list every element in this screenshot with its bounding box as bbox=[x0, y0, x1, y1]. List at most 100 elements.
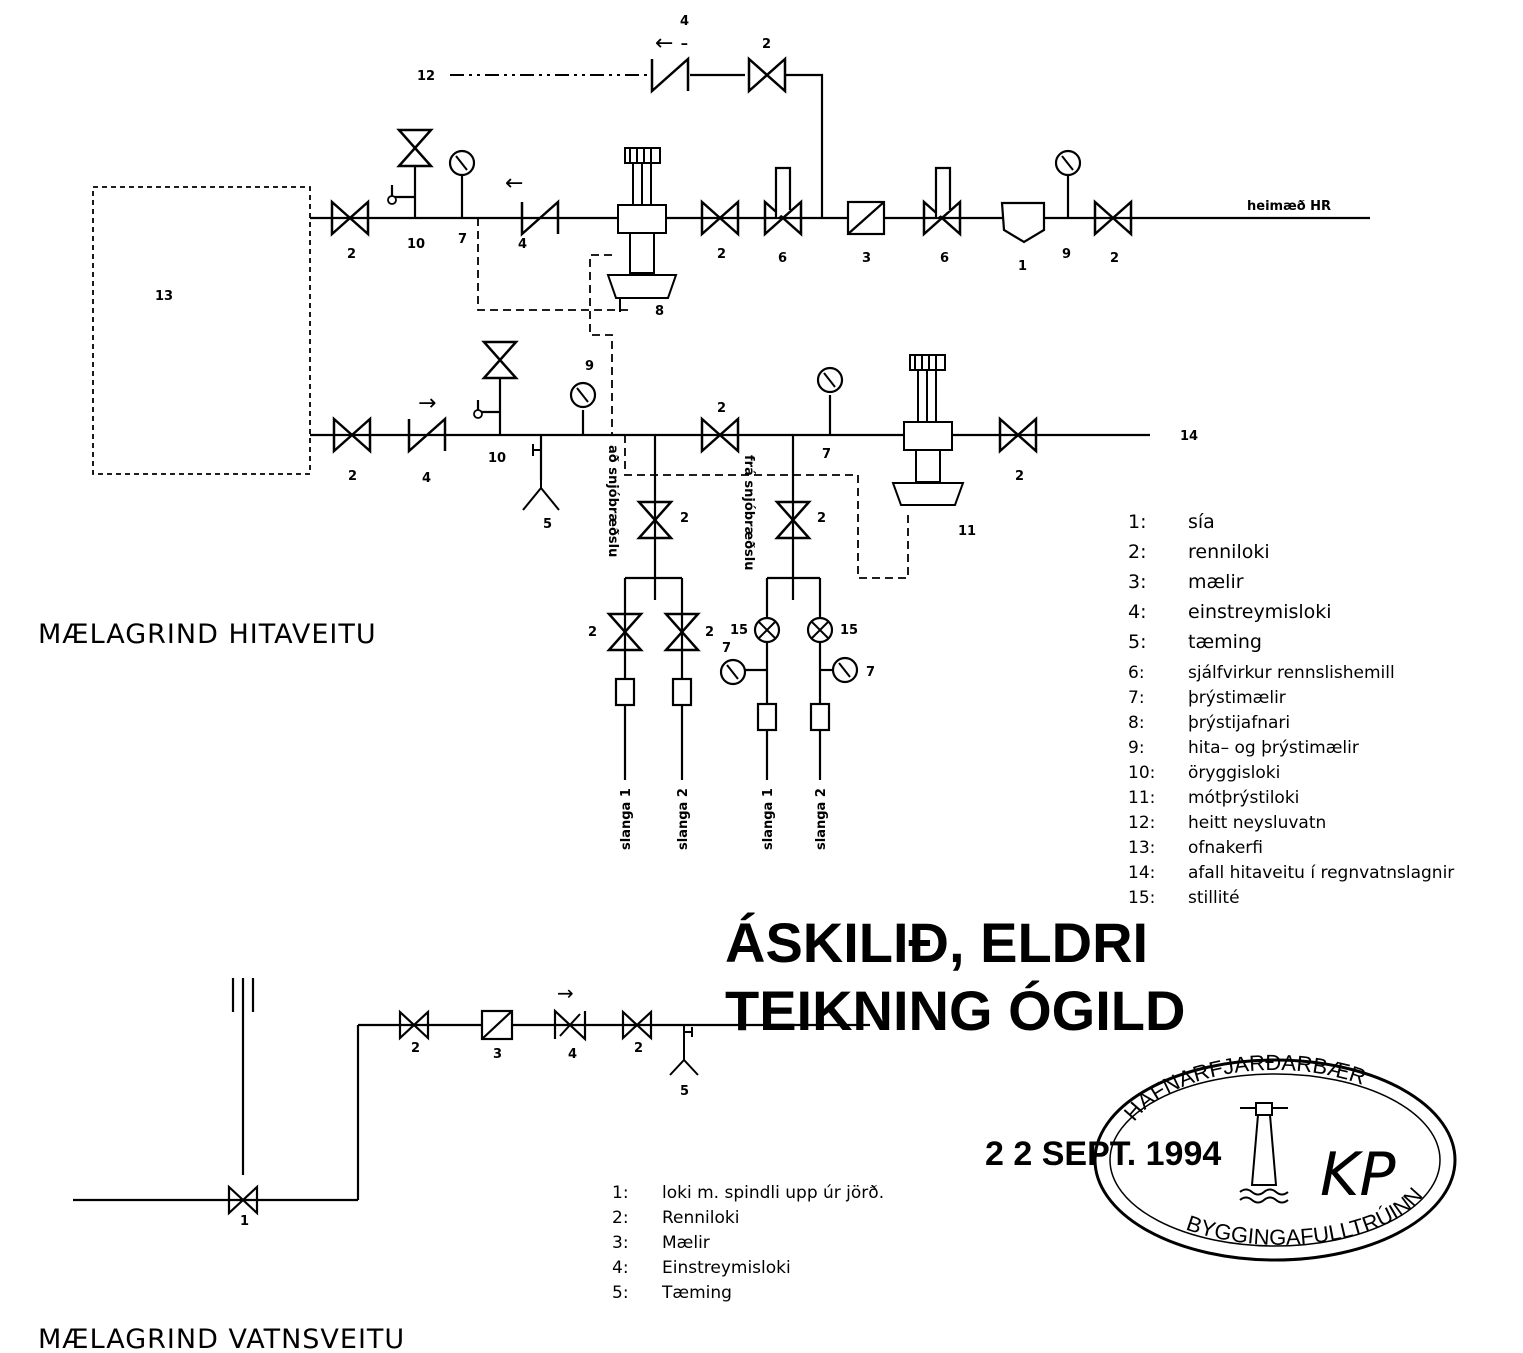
stamp-date: 2 2 SEPT. 1994 bbox=[985, 1135, 1221, 1173]
label-7a: 7 bbox=[458, 232, 467, 247]
label-13: 13 bbox=[155, 289, 173, 304]
svg-text:HAFNARFJARÐARBÆR: HAFNARFJARÐARBÆR bbox=[1119, 1050, 1369, 1125]
label-15b: 15 bbox=[840, 623, 858, 638]
label-14: 14 bbox=[1180, 429, 1198, 444]
pressure-regulator-8 bbox=[606, 147, 678, 312]
label-heimaed: heimæð HR bbox=[1247, 199, 1331, 214]
label-10a: 10 bbox=[407, 237, 425, 252]
legend-text: tæming bbox=[1188, 631, 1262, 653]
legend-number: 2: bbox=[1128, 541, 1147, 563]
label-3b: 3 bbox=[493, 1047, 502, 1062]
legend-text: öryggisloki bbox=[1188, 763, 1280, 783]
stamp-line-1: ÁSKILIÐ, ELDRI bbox=[725, 911, 1148, 974]
label-15a: 15 bbox=[730, 623, 748, 638]
label-2f: 2 bbox=[717, 401, 726, 416]
label-2d: 2 bbox=[348, 469, 357, 484]
label-12: 12 bbox=[417, 69, 435, 84]
legend-text: sjálfvirkur rennslishemill bbox=[1188, 663, 1395, 683]
drain-5b bbox=[669, 1025, 699, 1076]
legend-number: 11: bbox=[1128, 788, 1155, 808]
label-3a: 3 bbox=[862, 251, 871, 266]
back-pressure-valve-11 bbox=[891, 354, 965, 506]
legend-text: þrýstijafnari bbox=[1188, 713, 1290, 733]
legend-number: 2: bbox=[612, 1208, 629, 1228]
label-slanga-2b: slanga 2 bbox=[814, 788, 829, 850]
return-line bbox=[310, 378, 1150, 780]
legend-number: 4: bbox=[1128, 601, 1147, 623]
label-2j: 2 bbox=[705, 625, 714, 640]
flow-arrow-c: → bbox=[557, 981, 574, 1005]
label-1b: 1 bbox=[240, 1214, 249, 1229]
label-7b: 7 bbox=[822, 447, 831, 462]
legend-number: 13: bbox=[1128, 838, 1155, 858]
label-slanga-1b: slanga 1 bbox=[761, 788, 776, 850]
legend-text: Einstreymisloki bbox=[662, 1258, 791, 1278]
label-5a: 5 bbox=[543, 517, 552, 532]
legend-number: 5: bbox=[1128, 631, 1147, 653]
label-2l: 2 bbox=[634, 1041, 643, 1056]
legend-text: Mælir bbox=[662, 1233, 710, 1253]
flow-arrow-b: → bbox=[418, 391, 436, 416]
label-1a: 1 bbox=[1018, 259, 1027, 274]
legend-number: 8: bbox=[1128, 713, 1145, 733]
label-ad-snjobraedslu: að snjóbræðslu bbox=[605, 445, 620, 557]
legend-number: 12: bbox=[1128, 813, 1155, 833]
legend-number: 3: bbox=[1128, 571, 1147, 593]
label-11: 11 bbox=[958, 524, 976, 539]
control-line-upper bbox=[477, 218, 628, 311]
supply-line bbox=[310, 73, 1370, 220]
legend-number: 4: bbox=[612, 1258, 629, 1278]
flow-arrow-a: ← bbox=[505, 171, 523, 196]
label-9b: 9 bbox=[585, 359, 594, 374]
heating-system-box bbox=[92, 186, 311, 475]
legend-text: renniloki bbox=[1188, 541, 1270, 563]
label-2a: 2 bbox=[347, 247, 356, 262]
legend-text: Tæming bbox=[661, 1283, 732, 1303]
stamp-line-2: TEIKNING ÓGILD bbox=[725, 979, 1185, 1042]
legend-number: 7: bbox=[1128, 688, 1145, 708]
legend-text: mælir bbox=[1188, 571, 1244, 593]
legend-text: mótþrýstiloki bbox=[1188, 788, 1299, 808]
legend-number: 10: bbox=[1128, 763, 1155, 783]
legend-text: afall hitaveitu í regnvatnslagnir bbox=[1188, 863, 1454, 883]
control-line-lower bbox=[624, 435, 909, 579]
flow-arrow-top: ← - bbox=[655, 31, 688, 56]
label-6b: 6 bbox=[940, 251, 949, 266]
label-4b: 4 bbox=[422, 471, 431, 486]
legend-vatnsveita: 1:loki m. spindli upp úr jörð.2:Rennilok… bbox=[612, 1183, 884, 1303]
label-8a: 8 bbox=[655, 304, 664, 319]
label-2h: 2 bbox=[1015, 469, 1024, 484]
label-2g: 2 bbox=[817, 511, 826, 526]
label-5b: 5 bbox=[680, 1084, 689, 1099]
title-vatnsveita: MÆLAGRIND VATNSVEITU bbox=[38, 1324, 405, 1353]
label-2c: 2 bbox=[1110, 251, 1119, 266]
legend-number: 3: bbox=[612, 1233, 629, 1253]
legend-number: 9: bbox=[1128, 738, 1145, 758]
lighthouse-icon bbox=[1239, 1102, 1289, 1204]
legend-text: hita– og þrýstimælir bbox=[1188, 738, 1359, 758]
legend-text: stillité bbox=[1188, 888, 1240, 908]
legend-number: 1: bbox=[612, 1183, 629, 1203]
title-hitaveita: MÆLAGRIND HITAVEITU bbox=[38, 619, 377, 650]
water-line bbox=[73, 978, 870, 1202]
legend-text: einstreymisloki bbox=[1188, 601, 1332, 623]
label-slanga-2a: slanga 2 bbox=[676, 788, 691, 850]
label-2k: 2 bbox=[411, 1041, 420, 1056]
legend-text: loki m. spindli upp úr jörð. bbox=[662, 1183, 884, 1203]
legend-hitaveita: 1:sía2:renniloki3:mælir4:einstreymisloki… bbox=[1128, 511, 1454, 908]
label-fra-snjobraedslu: frá snjóbræðslu bbox=[741, 455, 756, 570]
legend-number: 14: bbox=[1128, 863, 1155, 883]
signature: KP bbox=[1320, 1140, 1396, 1210]
label-2-top: 2 bbox=[762, 37, 771, 52]
label-4a: 4 bbox=[518, 237, 527, 252]
label-7c: 7 bbox=[722, 641, 731, 656]
seal-ring-top: HAFNARFJARÐARBÆR bbox=[1119, 1050, 1369, 1125]
label-2e: 2 bbox=[680, 511, 689, 526]
legend-text: ofnakerfi bbox=[1188, 838, 1263, 858]
label-4-top: 4 bbox=[680, 14, 689, 29]
legend-number: 15: bbox=[1128, 888, 1155, 908]
legend-text: sía bbox=[1188, 511, 1215, 533]
label-6a: 6 bbox=[778, 251, 787, 266]
label-slanga-1a: slanga 1 bbox=[619, 788, 634, 850]
